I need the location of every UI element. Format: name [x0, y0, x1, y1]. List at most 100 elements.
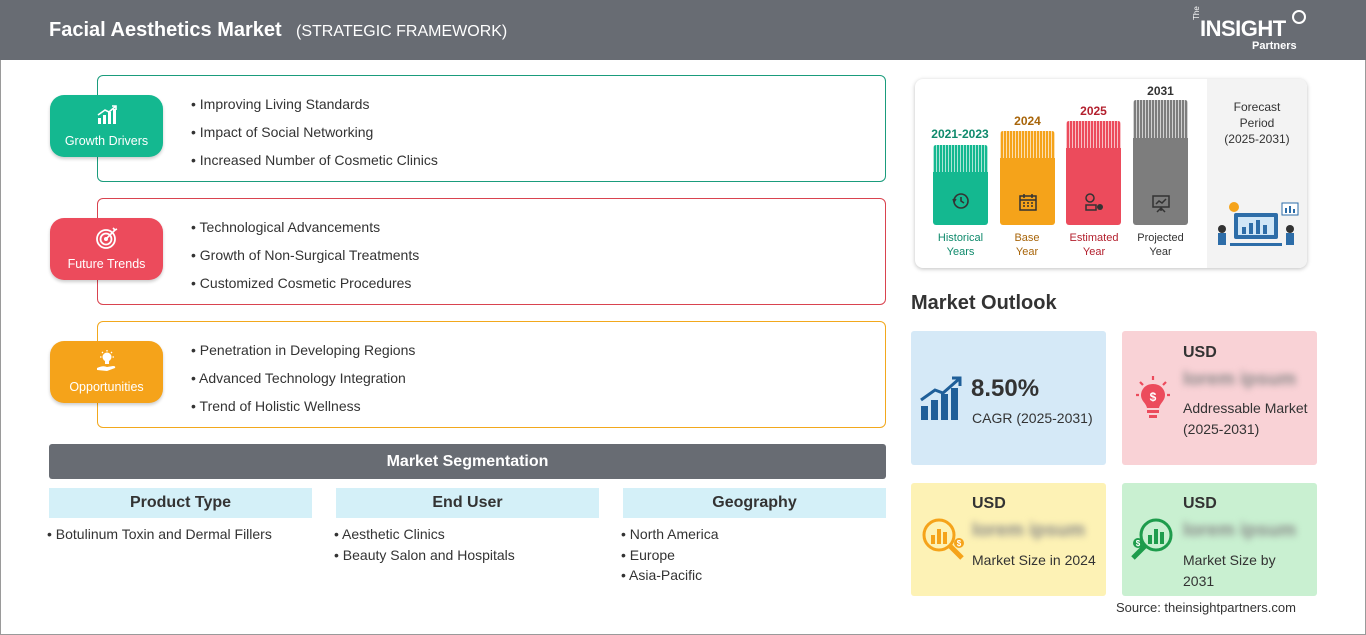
year-estimated: 2025 [1080, 104, 1107, 118]
addressable-market-card: $ USD lorem ipsum Addressable Market (20… [1122, 331, 1317, 465]
list-item: Growth of Non-Surgical Treatments [191, 246, 419, 274]
end-user-list: Aesthetic Clinics Beauty Salon and Hospi… [334, 526, 515, 567]
list-item: Technological Advancements [191, 218, 419, 246]
forecast-line: Forecast [1233, 100, 1281, 114]
forecast-line: (2025-2031) [1224, 132, 1290, 146]
label-line: Year [1082, 246, 1106, 258]
list-item: Increased Number of Cosmetic Clinics [191, 151, 438, 179]
page-title: Facial Aesthetics Market [49, 19, 282, 41]
size-2024-value: lorem ipsum [972, 520, 1085, 541]
future-trends-box: Technological Advancements Growth of Non… [97, 198, 886, 305]
segment-header-end-user: End User [336, 488, 599, 518]
future-trends-list: Technological Advancements Growth of Non… [191, 218, 420, 302]
svg-text:$: $ [957, 539, 962, 548]
header-bar: Facial Aesthetics Market (STRATEGIC FRAM… [0, 0, 1366, 60]
bar-stripes [1133, 100, 1188, 138]
label-base: Base Year [997, 231, 1057, 259]
svg-text:$: $ [1136, 539, 1141, 548]
addressable-label: Addressable Market (2025-2031) [1183, 400, 1308, 437]
year-historical: 2021-2023 [931, 127, 989, 141]
segment-header-geography: Geography [623, 488, 886, 518]
opportunities-list: Penetration in Developing Regions Advanc… [191, 341, 415, 425]
label-line: Year [1149, 246, 1172, 258]
logo-partners: Partners [1252, 40, 1297, 52]
addressable-value: lorem ipsum [1183, 369, 1296, 390]
list-item: Europe [621, 547, 719, 568]
list-item: Aesthetic Clinics [334, 526, 515, 547]
bar-stripes [933, 145, 988, 172]
label-historical: Historical Years [923, 231, 998, 259]
opportunities-badge: Opportunities [50, 341, 163, 403]
page-subtitle: (STRATEGIC FRAMEWORK) [296, 23, 508, 40]
growth-drivers-list: Improving Living Standards Impact of Soc… [191, 95, 438, 179]
bar-base [1000, 131, 1055, 225]
opportunities-box: Penetration in Developing Regions Advanc… [97, 321, 886, 428]
growth-drivers-badge: Growth Drivers [50, 95, 163, 157]
logo-insight: INSIGHT [1200, 16, 1286, 41]
bar-projected [1133, 100, 1188, 225]
list-item: Customized Cosmetic Procedures [191, 274, 419, 302]
future-trends-label: Future Trends [67, 257, 146, 271]
label-line: Years [946, 246, 975, 258]
size-2024-label: Market Size in 2024 [972, 552, 1096, 568]
product-type-list: Botulinum Toxin and Dermal Fillers [47, 526, 272, 547]
forecast-line: Period [1239, 116, 1275, 130]
list-item: Penetration in Developing Regions [191, 341, 416, 369]
list-item: Impact of Social Networking [191, 123, 438, 151]
label-line: Projected [1137, 232, 1184, 244]
presentation-icon [1152, 195, 1170, 213]
growth-drivers-box: Improving Living Standards Impact of Soc… [97, 75, 886, 182]
bar-stripes [1000, 131, 1055, 158]
money-lightbulb-icon: $ [1136, 376, 1170, 418]
logo-ring-icon [1292, 10, 1306, 24]
list-item: Improving Living Standards [191, 95, 438, 123]
source-note: Source: theinsightpartners.com [1116, 600, 1296, 615]
segmentation-title: Market Segmentation [49, 444, 886, 479]
growth-drivers-label: Growth Drivers [64, 134, 149, 148]
size-2031-value: lorem ipsum [1183, 520, 1296, 541]
magnifier-chart-icon: $ [1131, 518, 1173, 560]
list-item: Advanced Technology Integration [191, 369, 415, 397]
calendar-icon [1019, 194, 1037, 211]
label-projected: Projected Year [1128, 231, 1193, 259]
list-item: Trend of Holistic Wellness [191, 397, 415, 425]
addressable-currency: USD [1183, 344, 1217, 361]
geography-list: North America Europe Asia-Pacific [621, 526, 719, 588]
svg-text:$: $ [1150, 390, 1157, 404]
target-icon [96, 227, 118, 249]
list-item: Beauty Salon and Hospitals [334, 547, 515, 568]
list-item: Botulinum Toxin and Dermal Fillers [47, 526, 272, 547]
label-line: Year [1015, 246, 1039, 258]
list-item: North America [621, 526, 719, 547]
lightbulb-hand-icon [97, 350, 116, 371]
segment-header-product-type: Product Type [49, 488, 312, 518]
market-size-2024-card: $ USD lorem ipsum Market Size in 2024 [911, 483, 1106, 596]
forecast-illustration-icon [1218, 202, 1299, 246]
growth-bars-icon [920, 376, 962, 420]
year-projected: 2031 [1147, 84, 1174, 98]
growth-chart-icon [97, 105, 117, 124]
company-logo[interactable]: The INSIGHT Partners [1192, 6, 1312, 54]
timeline-card: Forecast Period (2025-2031) 2021-2023 Hi… [915, 79, 1307, 268]
estimate-icon [1085, 193, 1103, 211]
opportunities-label: Opportunities [69, 380, 144, 394]
label-line: Historical [937, 232, 984, 244]
size-2031-currency: USD [1183, 495, 1217, 512]
list-item: Asia-Pacific [621, 567, 719, 588]
cagr-card: 8.50% CAGR (2025-2031) [911, 331, 1106, 465]
cagr-value: 8.50% [971, 375, 1040, 402]
history-clock-icon [952, 193, 969, 209]
market-size-2031-card: $ USD lorem ipsum Market Size by 2031 [1122, 483, 1317, 596]
bar-estimated [1066, 121, 1121, 225]
future-trends-badge: Future Trends [50, 218, 163, 280]
year-base: 2024 [1014, 114, 1041, 128]
magnifier-chart-icon: $ [922, 518, 964, 560]
label-line: Base [1014, 232, 1040, 244]
forecast-period-label: Forecast Period (2025-2031) [1207, 99, 1307, 147]
bar-historical [933, 145, 988, 225]
cagr-label: CAGR (2025-2031) [972, 410, 1093, 426]
size-2031-label: Market Size by 2031 [1183, 552, 1276, 589]
label-line: Estimated [1069, 232, 1119, 244]
bar-stripes [1066, 121, 1121, 148]
size-2024-currency: USD [972, 495, 1006, 512]
